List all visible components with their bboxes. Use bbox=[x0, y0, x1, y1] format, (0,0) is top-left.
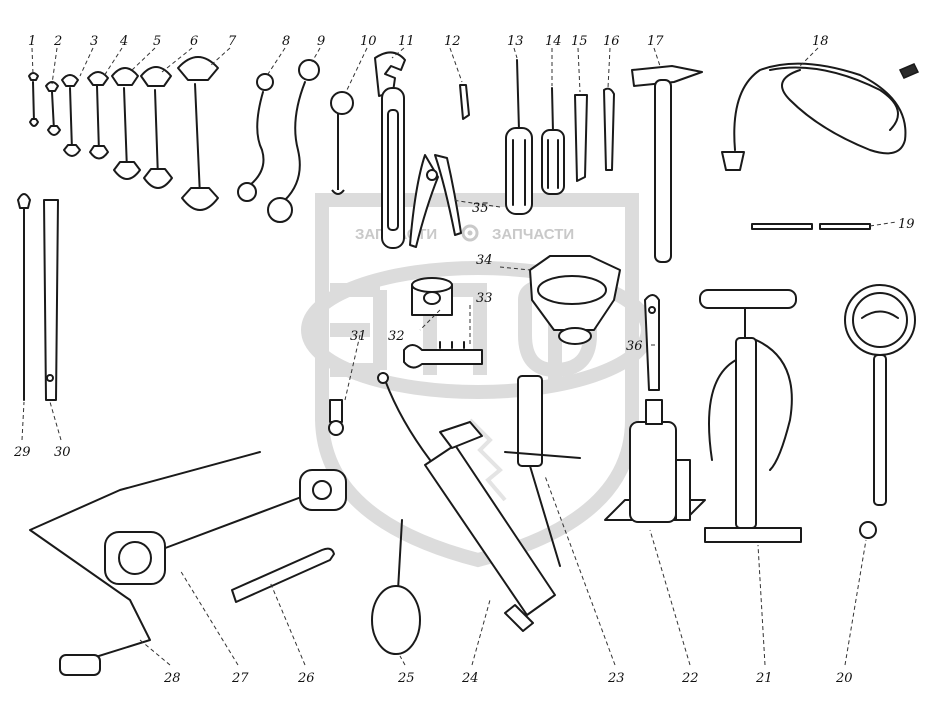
callout-30: 30 bbox=[54, 445, 71, 460]
grease-gun-24 bbox=[377, 372, 556, 632]
wrench-4 bbox=[87, 71, 109, 160]
screwdriver-14 bbox=[541, 87, 565, 195]
tire-pump-21 bbox=[699, 289, 802, 543]
key-12 bbox=[459, 84, 470, 120]
socket-32 bbox=[411, 277, 453, 316]
ring-spanner-10 bbox=[330, 91, 354, 195]
callout-20: 20 bbox=[835, 671, 853, 686]
drift-16 bbox=[603, 87, 615, 171]
oil-can-25 bbox=[371, 519, 421, 655]
tire-spoon-26 bbox=[231, 547, 335, 603]
screwdriver-13 bbox=[505, 59, 533, 215]
callout-5: 5 bbox=[153, 34, 161, 49]
callout-16: 16 bbox=[603, 34, 620, 49]
callout-26: 26 bbox=[297, 671, 315, 686]
callout-13: 13 bbox=[507, 34, 524, 49]
tire-lever-30 bbox=[43, 199, 59, 401]
gauge-tool-33 bbox=[403, 341, 483, 369]
callout-21: 21 bbox=[755, 671, 773, 686]
wheel-brace-23 bbox=[504, 375, 581, 567]
inspection-lamp-18 bbox=[721, 62, 920, 171]
ring-spanner-8 bbox=[237, 73, 274, 202]
callout-31: 31 bbox=[350, 329, 367, 344]
bracket-36 bbox=[644, 294, 660, 391]
callout-28: 28 bbox=[163, 671, 181, 686]
socket-34 bbox=[529, 255, 621, 345]
rods-19 bbox=[751, 223, 871, 230]
wrench-2 bbox=[45, 81, 61, 136]
leader-lines bbox=[21, 47, 897, 666]
watermark-gear-icon bbox=[461, 224, 479, 242]
callout-27: 27 bbox=[231, 671, 249, 686]
watermark-text-right: ЗАПЧАСТИ bbox=[492, 226, 574, 243]
callout-10: 10 bbox=[360, 34, 377, 49]
callout-4: 4 bbox=[119, 34, 128, 49]
callout-3: 3 bbox=[90, 34, 98, 49]
callout-19: 19 bbox=[898, 217, 915, 232]
watermark-arrow bbox=[468, 418, 507, 502]
callout-34: 34 bbox=[476, 253, 493, 268]
wrench-1 bbox=[28, 72, 39, 127]
callout-29: 29 bbox=[13, 445, 31, 460]
callout-25: 25 bbox=[397, 671, 415, 686]
drift-15 bbox=[574, 94, 588, 182]
callout-17: 17 bbox=[647, 34, 664, 49]
hammer-17 bbox=[631, 65, 703, 263]
callout-14: 14 bbox=[545, 34, 562, 49]
callout-22: 22 bbox=[681, 671, 699, 686]
callout-32: 32 bbox=[388, 329, 405, 344]
callout-labels: 1 2 3 4 5 6 7 8 9 10 11 12 13 14 15 16 1… bbox=[13, 34, 915, 686]
plug-31 bbox=[328, 399, 344, 436]
callout-1: 1 bbox=[28, 34, 36, 49]
wrench-7 bbox=[177, 56, 219, 211]
starting-crank-28 bbox=[29, 451, 261, 676]
callout-35: 35 bbox=[472, 201, 489, 216]
callout-18: 18 bbox=[812, 34, 829, 49]
callout-23: 23 bbox=[607, 671, 625, 686]
watermark-letter-e bbox=[330, 283, 387, 377]
callout-12: 12 bbox=[444, 34, 461, 49]
ring-spanner-9 bbox=[267, 59, 320, 223]
pliers-35 bbox=[409, 154, 462, 248]
callout-36: 36 bbox=[626, 339, 643, 354]
wrench-5 bbox=[111, 67, 141, 180]
pressure-gauge-20 bbox=[844, 284, 916, 539]
callout-7: 7 bbox=[228, 34, 237, 49]
adjustable-wrench-11 bbox=[374, 51, 406, 249]
callout-6: 6 bbox=[190, 34, 198, 49]
tire-lever-29 bbox=[17, 193, 31, 401]
wrench-3 bbox=[61, 74, 81, 157]
callout-2: 2 bbox=[53, 34, 62, 49]
callout-33: 33 bbox=[476, 291, 493, 306]
callout-9: 9 bbox=[317, 34, 325, 49]
callout-15: 15 bbox=[571, 34, 588, 49]
callout-8: 8 bbox=[282, 34, 290, 49]
hydraulic-jack-22 bbox=[604, 399, 706, 523]
callout-11: 11 bbox=[398, 34, 415, 49]
box-wrench-27 bbox=[104, 469, 347, 585]
callout-24: 24 bbox=[461, 671, 479, 686]
wrench-6 bbox=[140, 66, 173, 189]
